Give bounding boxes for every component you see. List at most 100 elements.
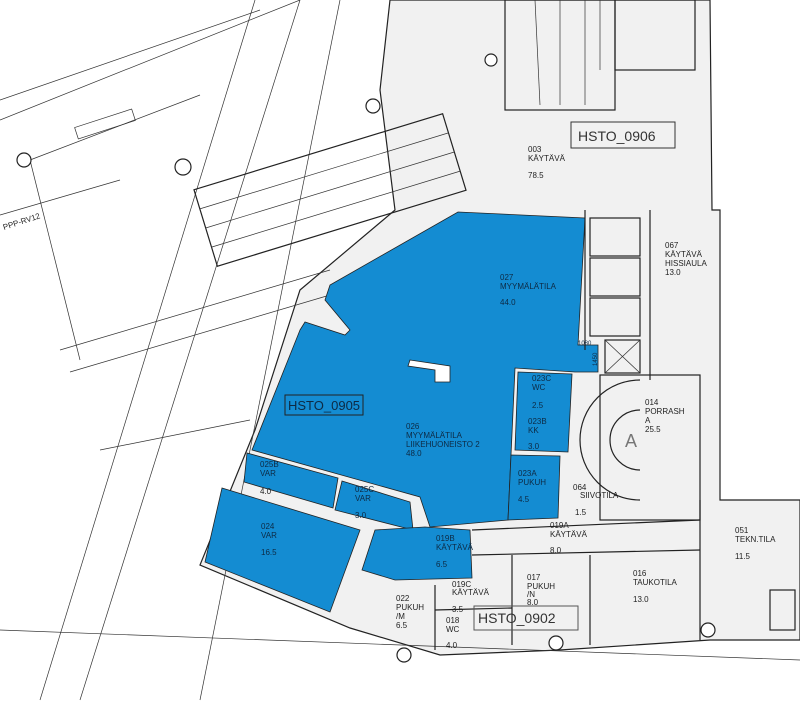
- room-label: KÄYTÄVÄ: [452, 588, 490, 597]
- room-label: PUKUH: [396, 603, 424, 612]
- room-label: 018: [446, 616, 460, 625]
- room-label: KK: [528, 426, 539, 435]
- room-label: 11.5: [735, 552, 751, 561]
- room-label: 13.0: [633, 595, 649, 604]
- area-023c-023b[interactable]: [514, 371, 573, 453]
- columns: [16, 53, 716, 663]
- room-label: 6.5: [396, 621, 408, 630]
- dimension-1080: 1080: [578, 341, 592, 347]
- area-025b[interactable]: [243, 452, 339, 509]
- room-label: 1.5: [575, 508, 587, 517]
- room-label: 4.0: [260, 487, 272, 496]
- room-label: 025B: [260, 460, 279, 469]
- zone-tag-hsto-0902[interactable]: HSTO_0902: [473, 605, 579, 631]
- room-label: 78.5: [528, 171, 544, 180]
- room-label: 2.5: [532, 401, 544, 410]
- room-label: 017: [527, 573, 541, 582]
- room-label: KÄYTÄVÄ: [550, 530, 588, 539]
- area-023a[interactable]: [507, 454, 561, 521]
- spiral-stair: A: [579, 379, 641, 501]
- escalators: [193, 0, 696, 268]
- room-label: 8.0: [550, 546, 562, 555]
- dimension-1450: 1450: [593, 352, 599, 366]
- room-label: LIIKEHUONEISTO 2: [406, 440, 480, 449]
- room-label: HSTO_0902: [478, 610, 556, 626]
- room-label: 003: [528, 145, 542, 154]
- room-label: 019A: [550, 521, 569, 530]
- room-label: 6.5: [436, 560, 448, 569]
- room-label: KÄYTÄVÄ: [528, 154, 566, 163]
- selected-areas[interactable]: [204, 211, 599, 613]
- room-label: HSTO_0905: [288, 398, 360, 413]
- room-label: 024: [261, 522, 275, 531]
- room-label: 026: [406, 422, 420, 431]
- room-label: /M: [396, 612, 405, 621]
- room-label: VAR: [261, 531, 277, 540]
- room-walls: [434, 210, 796, 650]
- room-label: 014: [645, 398, 659, 407]
- room-label: 3.5: [452, 605, 464, 614]
- room-label: KÄYTÄVÄ: [436, 543, 474, 552]
- room-label: PUKUH: [527, 582, 555, 591]
- room-label: HISSIAULA: [665, 259, 707, 268]
- room-label: /N: [527, 590, 535, 599]
- room-label: A: [645, 416, 651, 425]
- stair-letter: A: [625, 431, 637, 451]
- area-019b[interactable]: [361, 526, 473, 581]
- room-label: 023A: [518, 469, 537, 478]
- room-label: 16.5: [261, 548, 277, 557]
- room-label: 064: [573, 483, 587, 492]
- room-label: WC: [446, 625, 460, 634]
- grid-label: PPP-RV12: [2, 211, 42, 232]
- room-label: TEKN.TILA: [735, 535, 776, 544]
- room-label: 023C: [532, 374, 551, 383]
- area-024[interactable]: [204, 487, 361, 613]
- room-label: SIIVOTILA: [580, 491, 619, 500]
- room-label: 027: [500, 273, 514, 282]
- room-label: 13.0: [665, 268, 681, 277]
- room-label: 3.0: [355, 511, 367, 520]
- room-label: PORRASH: [645, 407, 685, 416]
- room-label: 019C: [452, 580, 471, 589]
- room-label: KÄYTÄVÄ: [665, 250, 703, 259]
- room-label: TAUKOTILA: [633, 578, 678, 587]
- room-label: 019B: [436, 534, 455, 543]
- room-label: 051: [735, 526, 749, 535]
- area-026-027[interactable]: [251, 211, 599, 528]
- room-label: 025C: [355, 485, 374, 494]
- room-label: WC: [532, 383, 546, 392]
- room-label: 44.0: [500, 298, 516, 307]
- zone-tag-hsto-0906[interactable]: HSTO_0906: [570, 121, 676, 149]
- room-label: 3.0: [528, 442, 540, 451]
- room-label: HSTO_0906: [578, 128, 656, 144]
- room-label: 4.0: [446, 641, 458, 650]
- room-label: 016: [633, 569, 647, 578]
- zone-tag-hsto-0905[interactable]: HSTO_0905: [284, 394, 364, 416]
- room-label: 023B: [528, 417, 547, 426]
- room-label: MYYMÄLÄTILA: [406, 431, 463, 440]
- room-label: 8.0: [527, 598, 539, 607]
- room-label: VAR: [355, 494, 371, 503]
